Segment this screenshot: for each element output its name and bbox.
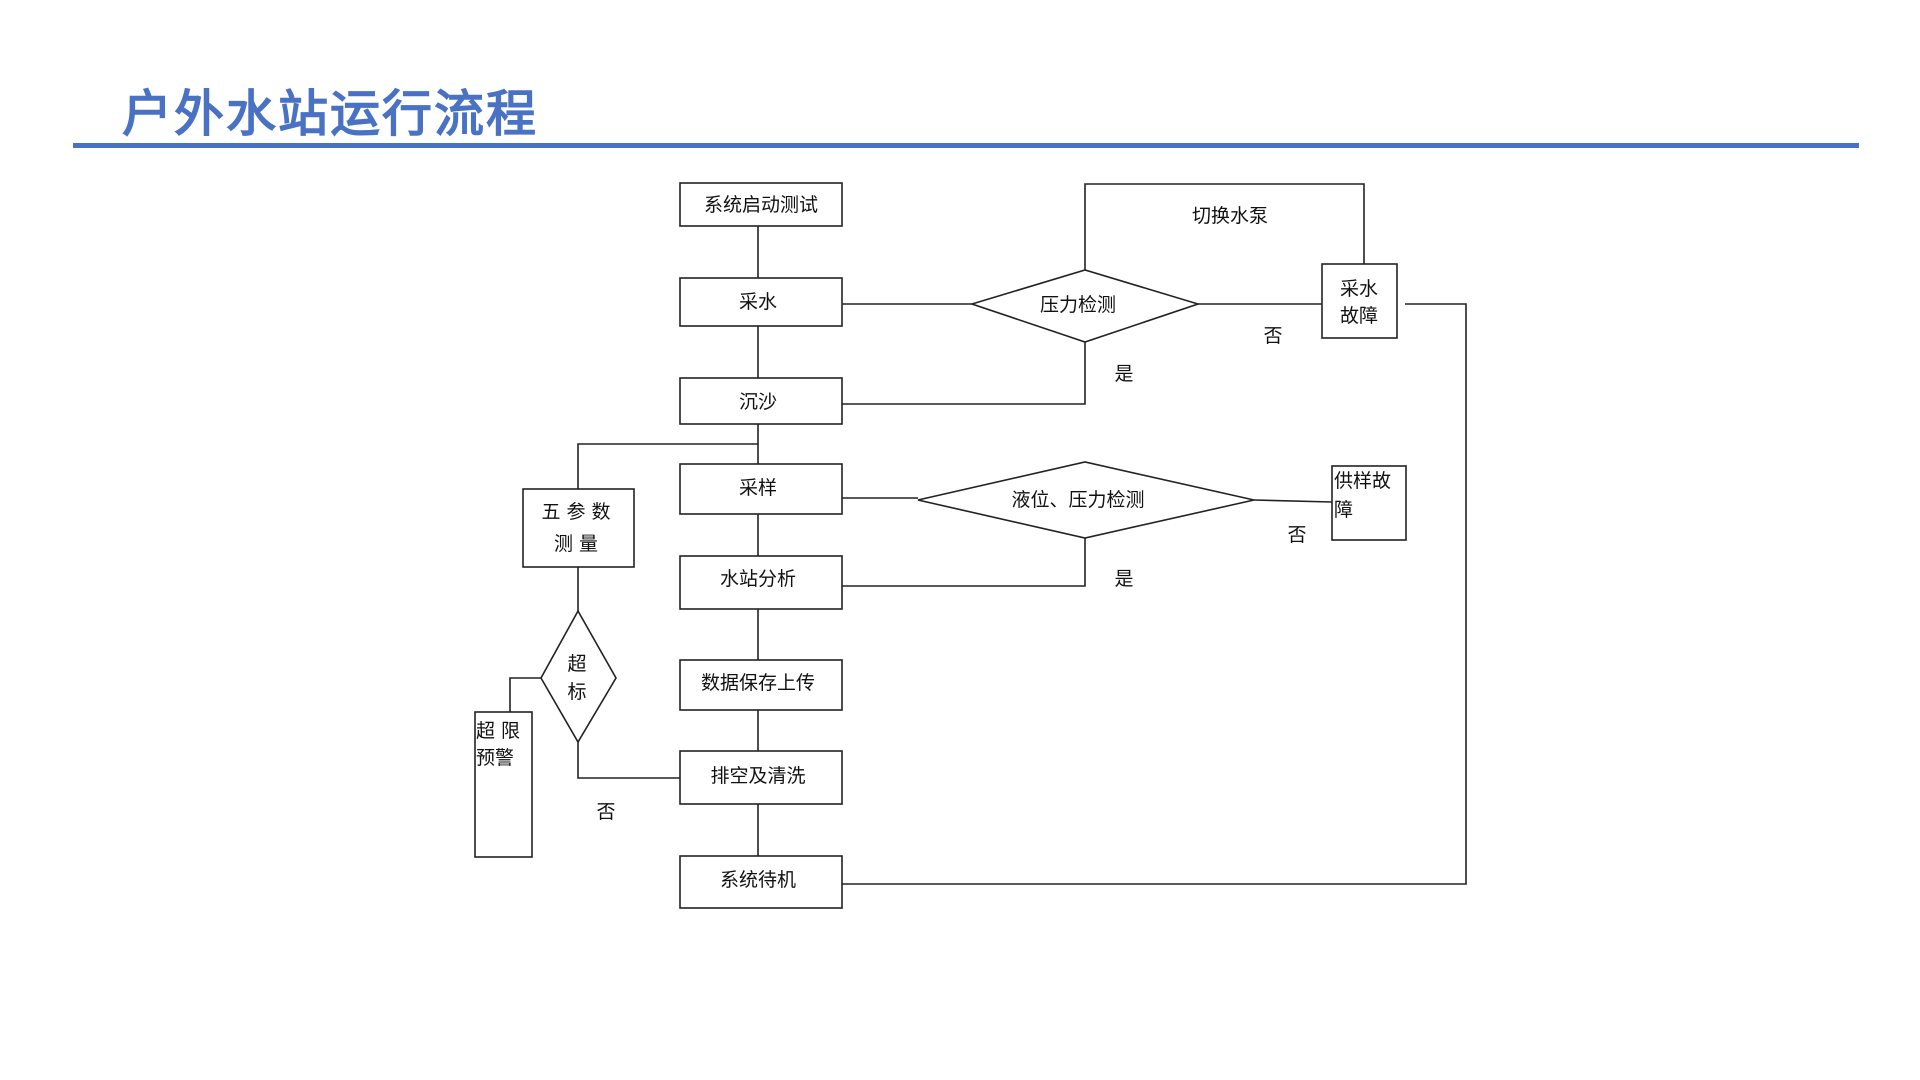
node-supply-fault-label-line2: 障 <box>1334 499 1353 521</box>
connector-pressure-yes-to-sediment <box>842 342 1086 405</box>
connector-exceed-to-warning <box>509 677 541 712</box>
node-drain-clean: 排空及清洗 <box>679 750 843 805</box>
node-standby-label: 系统待机 <box>720 869 796 891</box>
node-limit-warning-label-line2: 预警 <box>476 747 514 769</box>
node-sampling: 采样 <box>679 463 843 515</box>
label-switch-pump: 切换水泵 <box>1192 205 1268 227</box>
node-intake-fault-label-line2: 故障 <box>1340 305 1378 327</box>
connector-level-yes-to-analysis <box>842 538 1086 587</box>
decision-exceed: 超 标 <box>540 609 617 744</box>
node-five-param-label-line2: 测 量 <box>554 533 598 555</box>
node-five-param-label-line1: 五 参 数 <box>541 501 610 523</box>
label-pressure-no: 否 <box>1263 325 1282 347</box>
node-start-test: 系统启动测试 <box>679 182 843 227</box>
decision-pressure-check-label: 压力检测 <box>1040 294 1116 316</box>
decision-exceed-label-line2: 标 <box>567 681 586 703</box>
node-data-upload: 数据保存上传 <box>679 659 843 711</box>
decision-exceed-label-line1: 超 <box>567 653 586 675</box>
node-station-analysis-label: 水站分析 <box>720 568 796 590</box>
node-water-intake: 采水 <box>679 277 843 327</box>
node-limit-warning: 超 限 预警 <box>474 711 533 858</box>
node-supply-fault: 供样故 障 <box>1331 465 1407 541</box>
node-station-analysis: 水站分析 <box>679 555 843 610</box>
decision-level-pressure-check: 液位、压力检测 <box>917 461 1255 539</box>
node-supply-fault-label-line1: 供样故 <box>1334 470 1391 492</box>
connector-exceed-no-to-drain <box>577 742 680 779</box>
title-divider <box>73 143 1859 148</box>
node-sediment: 沉沙 <box>679 377 843 425</box>
label-level-yes: 是 <box>1114 568 1133 590</box>
node-data-upload-label: 数据保存上传 <box>701 672 815 694</box>
connector-switch-pump-loop <box>1084 183 1365 270</box>
page-title: 户外水站运行流程 <box>122 85 538 143</box>
connector-sediment-to-five-param <box>577 443 758 489</box>
decision-pressure-check: 压力检测 <box>969 269 1201 343</box>
connector-fault-to-standby <box>842 303 1467 885</box>
node-sampling-label: 采样 <box>739 477 777 499</box>
node-intake-fault-label-line1: 采水 <box>1340 278 1378 300</box>
node-limit-warning-label-line1: 超 限 <box>476 720 520 742</box>
decision-level-pressure-check-label: 液位、压力检测 <box>1011 489 1144 511</box>
label-pressure-yes: 是 <box>1114 363 1133 385</box>
node-sediment-label: 沉沙 <box>739 391 777 413</box>
connector-level-to-supply-fault <box>1253 499 1333 503</box>
node-start-test-label: 系统启动测试 <box>704 194 818 216</box>
node-standby: 系统待机 <box>679 855 843 909</box>
node-intake-fault: 采水 故障 <box>1321 263 1398 339</box>
label-level-no: 否 <box>1287 524 1306 546</box>
connectors <box>509 183 1467 885</box>
node-drain-clean-label: 排空及清洗 <box>710 765 805 787</box>
node-five-param: 五 参 数 测 量 <box>522 488 635 568</box>
node-water-intake-label: 采水 <box>739 291 777 313</box>
label-exceed-no: 否 <box>596 801 615 823</box>
